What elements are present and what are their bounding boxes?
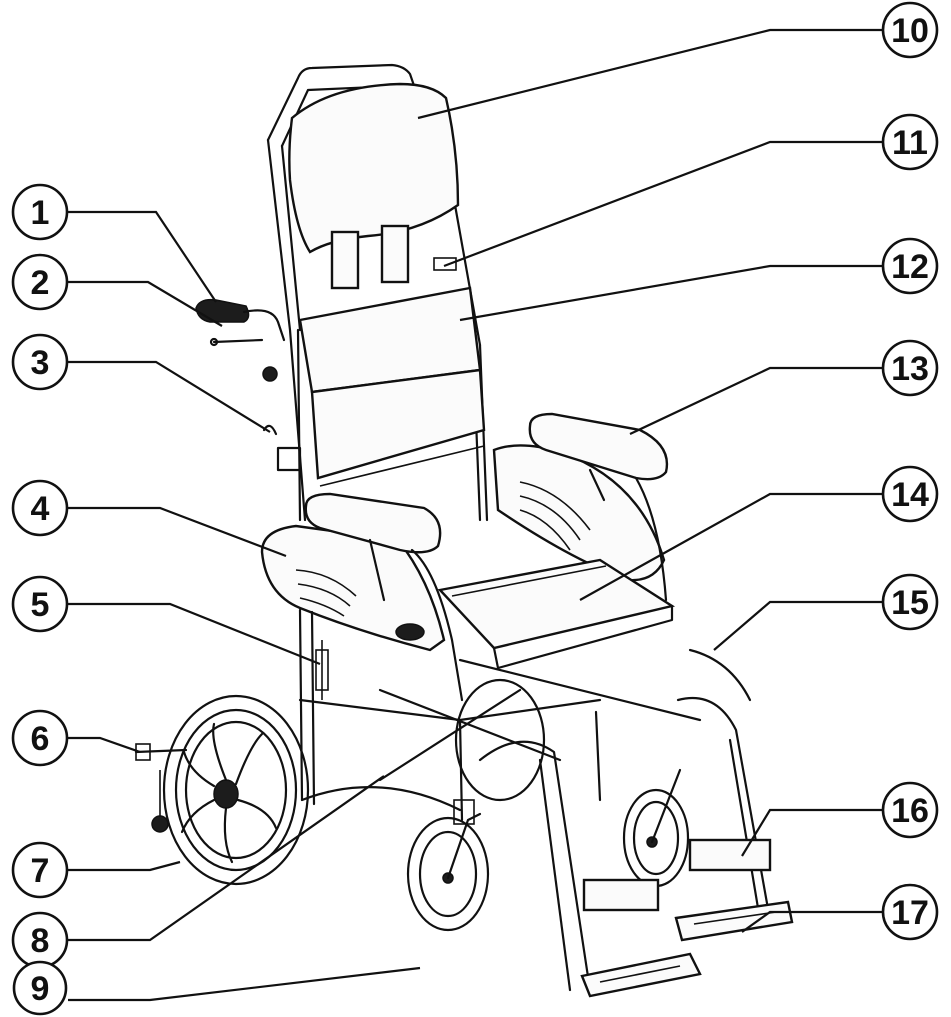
- footplate-shapes: [580, 900, 794, 998]
- callout-12: 12: [881, 237, 939, 295]
- leader-6: [68, 736, 141, 754]
- callout-number: 4: [31, 490, 50, 528]
- leader-3: [68, 360, 271, 433]
- leader-15: [713, 600, 882, 651]
- callout-number: 13: [891, 350, 929, 388]
- callout-15: 15: [881, 573, 939, 631]
- legrest-shapes: [478, 648, 772, 992]
- callout-9: 9: [12, 960, 68, 1016]
- callout-number: 15: [891, 584, 929, 622]
- leader-7: [68, 860, 181, 872]
- callout-number: 12: [891, 248, 929, 286]
- leader-17: [741, 910, 882, 933]
- leader-12: [459, 264, 882, 322]
- callout-17: 17: [881, 883, 939, 941]
- callout-10: 10: [881, 1, 939, 59]
- leader-4: [68, 506, 287, 558]
- callout-14: 14: [881, 465, 939, 523]
- callout-3: 3: [11, 333, 69, 391]
- callout-number: 17: [891, 894, 929, 932]
- leader-lines: [68, 28, 882, 1002]
- callout-1: 1: [11, 183, 69, 241]
- callouts: 1 2 3 4 5 6 7 8: [11, 1, 939, 1016]
- rear-wheel: [134, 694, 310, 886]
- callout-number: 9: [31, 970, 50, 1008]
- callout-8: 8: [11, 911, 69, 969]
- callout-number: 8: [31, 922, 50, 960]
- push-handle-shape: [195, 298, 302, 472]
- front-casters: [406, 768, 690, 932]
- headrest-shape: [288, 82, 460, 290]
- callout-number: 1: [31, 194, 50, 232]
- leader-14: [579, 492, 882, 601]
- backrest-upholstery-shape: [298, 286, 486, 487]
- rear-wheel-far: [454, 678, 546, 802]
- leader-8: [68, 775, 385, 942]
- callout-number: 14: [891, 476, 929, 514]
- leader-1: [68, 210, 217, 303]
- callout-6: 6: [11, 709, 69, 767]
- leader-16: [741, 808, 882, 857]
- callout-11: 11: [881, 113, 939, 171]
- callout-number: 16: [891, 792, 929, 830]
- callout-number: 6: [31, 720, 50, 758]
- leader-11: [443, 140, 882, 268]
- leader-13: [629, 366, 882, 435]
- callout-2: 2: [11, 253, 69, 311]
- callout-5: 5: [11, 575, 69, 633]
- leader-5: [68, 602, 321, 666]
- armrest-shapes: [304, 412, 669, 702]
- callout-number: 11: [892, 124, 928, 162]
- wheelchair-illustration: [134, 63, 794, 998]
- leader-9: [68, 966, 421, 1002]
- callout-number: 7: [31, 852, 50, 890]
- leader-10: [417, 28, 882, 120]
- callout-7: 7: [11, 841, 69, 899]
- side-panel-shapes: [260, 444, 666, 652]
- callout-number: 5: [31, 586, 50, 624]
- callout-4: 4: [11, 479, 69, 537]
- leader-2: [68, 280, 223, 327]
- callout-number: 3: [31, 344, 50, 382]
- callout-number: 10: [891, 12, 929, 50]
- callout-13: 13: [881, 339, 939, 397]
- lower-frame: [298, 608, 702, 822]
- callout-16: 16: [881, 781, 939, 839]
- callout-number: 2: [31, 264, 50, 302]
